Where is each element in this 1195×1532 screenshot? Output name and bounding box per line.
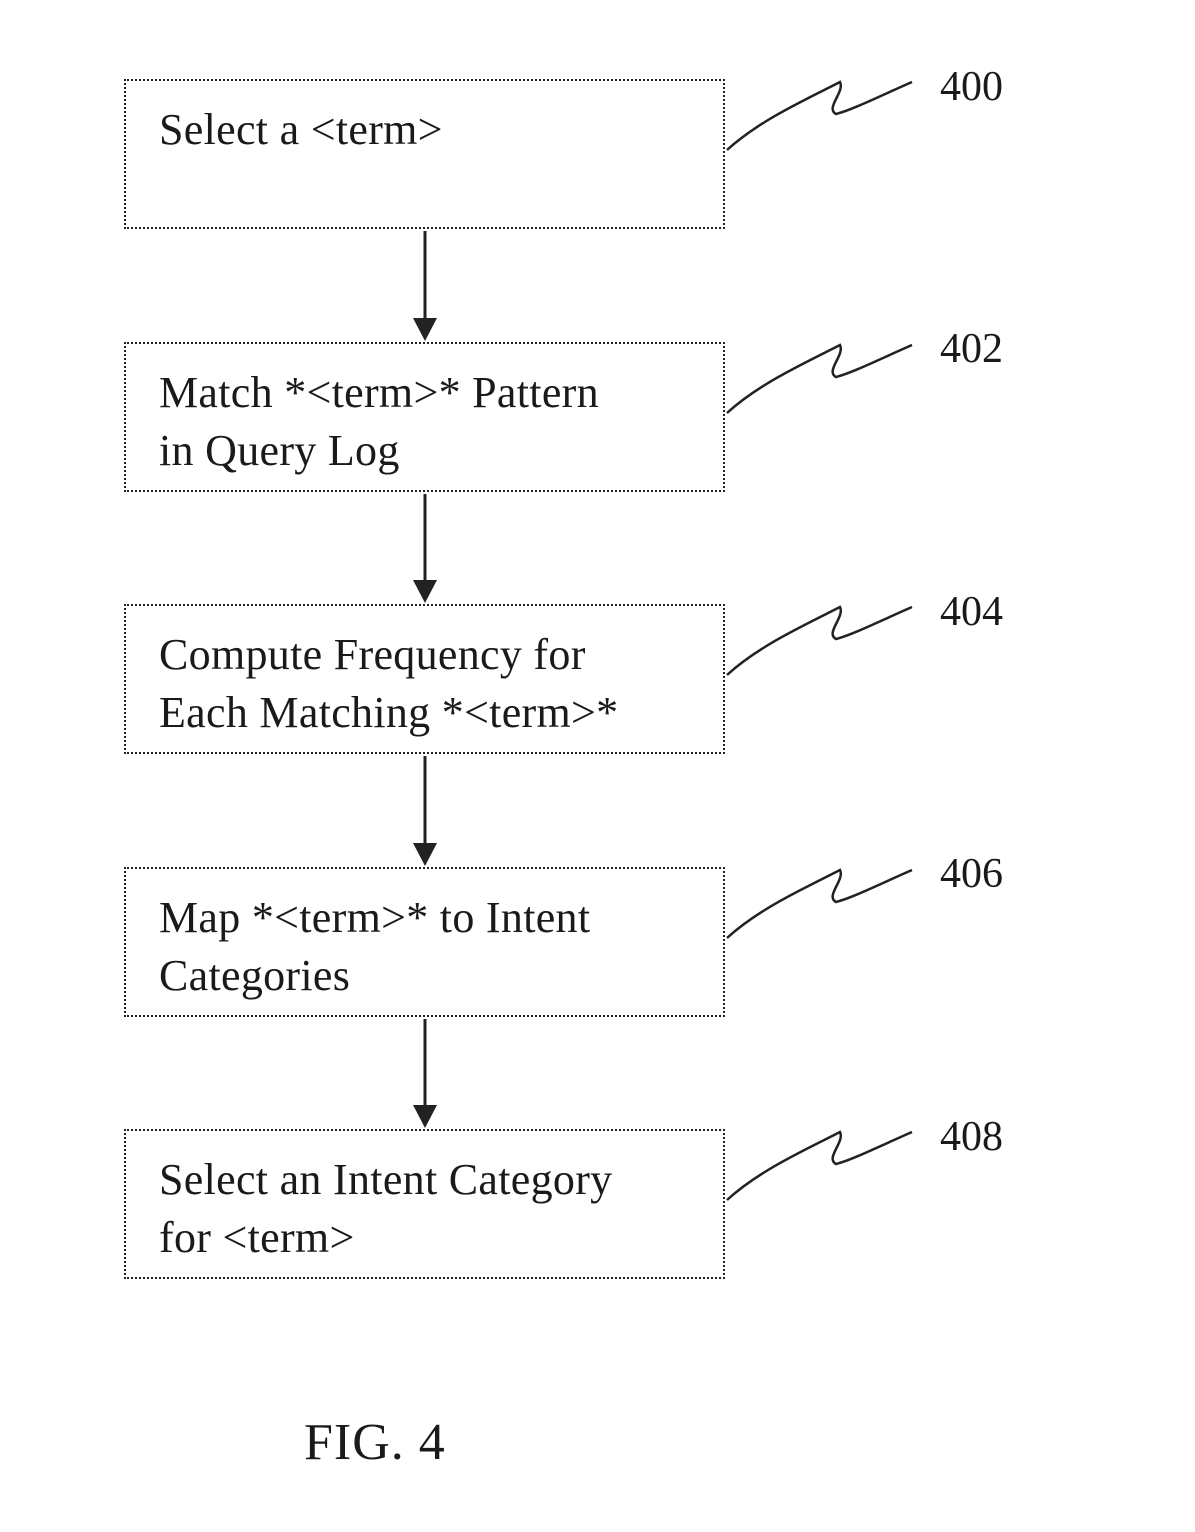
reference-numeral-406: 406 <box>940 853 1003 895</box>
step-text-408: Select an Intent Category for <term> <box>159 1151 713 1267</box>
leader-line-404 <box>727 607 912 675</box>
figure-caption: FIG. 4 <box>304 1413 446 1473</box>
step-box-402: Match *<term>* Pattern in Query Log <box>124 342 725 492</box>
step-text-402: Match *<term>* Pattern in Query Log <box>159 364 713 480</box>
reference-numeral-400: 400 <box>940 66 1003 108</box>
reference-numeral-402: 402 <box>940 328 1003 370</box>
step-box-400: Select a <term> <box>124 79 725 229</box>
step-text-400: Select a <term> <box>159 101 713 159</box>
step-text-406: Map *<term>* to Intent Categories <box>159 889 713 1005</box>
step-box-406: Map *<term>* to Intent Categories <box>124 867 725 1017</box>
step-text-404: Compute Frequency for Each Matching *<te… <box>159 626 713 742</box>
leader-line-408 <box>727 1132 912 1200</box>
reference-numeral-404: 404 <box>940 591 1003 633</box>
leader-line-406 <box>727 870 912 938</box>
step-box-408: Select an Intent Category for <term> <box>124 1129 725 1279</box>
leader-line-400 <box>727 82 912 150</box>
step-box-404: Compute Frequency for Each Matching *<te… <box>124 604 725 754</box>
leader-line-402 <box>727 345 912 413</box>
reference-numeral-408: 408 <box>940 1116 1003 1158</box>
